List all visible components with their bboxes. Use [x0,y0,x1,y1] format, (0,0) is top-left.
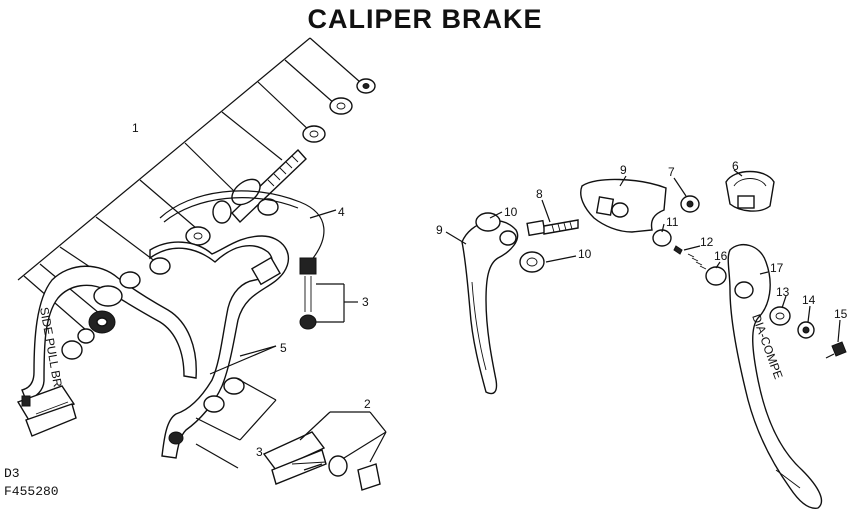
long-brake-lever-icon: DIA-COMPE [727,243,823,509]
callout-8: 8 [536,187,543,201]
callout-12: 12 [700,235,714,249]
callout-13: 13 [776,285,790,299]
brake-shoe-left-icon [16,385,77,437]
callout-17: 17 [770,261,784,275]
callout-9-bracket: 9 [620,163,627,177]
caliper-arm-rear-icon: SIDE PULL BRAKE [21,257,197,412]
pivot-washer-icon [769,306,791,326]
caliper-washer-icon [302,125,326,143]
figure-number: F455280 [4,484,59,499]
callout-2: 2 [364,397,371,411]
callout-4: 4 [338,205,345,219]
brake-lever-icon [461,212,519,395]
cable-bolt-icon [299,257,358,330]
return-spring-icon [159,190,337,263]
callout-10-upper: 10 [504,205,518,219]
callout-3-lower-leaders [195,377,277,469]
bushing-icon [519,251,545,273]
callout-15: 15 [834,307,848,321]
pivot-adjuster-icon [61,310,116,360]
caliper-nut-icon [356,78,376,94]
callout-3-lower: 3 [256,445,263,459]
caliper-arm-front-icon [149,235,290,459]
center-bolt-icon [212,148,307,224]
pivot-screw-icon [825,341,847,359]
caliper-washer-icon [329,97,353,115]
brake-shoe-right-icon [262,411,387,491]
callout-10-lower: 10 [578,247,592,261]
callout-1: 1 [132,121,139,135]
diagram-code: D3 [4,466,20,481]
callout-9-lever: 9 [436,223,443,237]
lever-bolt-icon [526,219,579,237]
callout-16: 16 [714,249,728,263]
right-leader-lines [445,169,841,343]
band-clamp-icon [725,170,775,212]
callout-1-bracket [17,37,361,331]
callout-7: 7 [668,165,675,179]
clamp-nut-icon [680,195,700,213]
caliper-assembly: SIDE PULL BRAKE [16,37,387,491]
callout-14: 14 [802,293,816,307]
callout-11: 11 [666,215,679,229]
pivot-nut-icon [797,321,815,339]
callout-3-upper: 3 [362,295,369,309]
diagram-title: CALIPER BRAKE [307,4,543,34]
lever-assembly: DIA-COMPE [436,159,848,509]
callout-5-leaders [209,345,277,375]
adjuster-barrel-icon [652,229,727,286]
callout-6: 6 [732,159,739,173]
caliper-washer-icon [185,226,211,246]
lever-bracket-icon [580,178,667,233]
callout-5: 5 [280,341,287,355]
